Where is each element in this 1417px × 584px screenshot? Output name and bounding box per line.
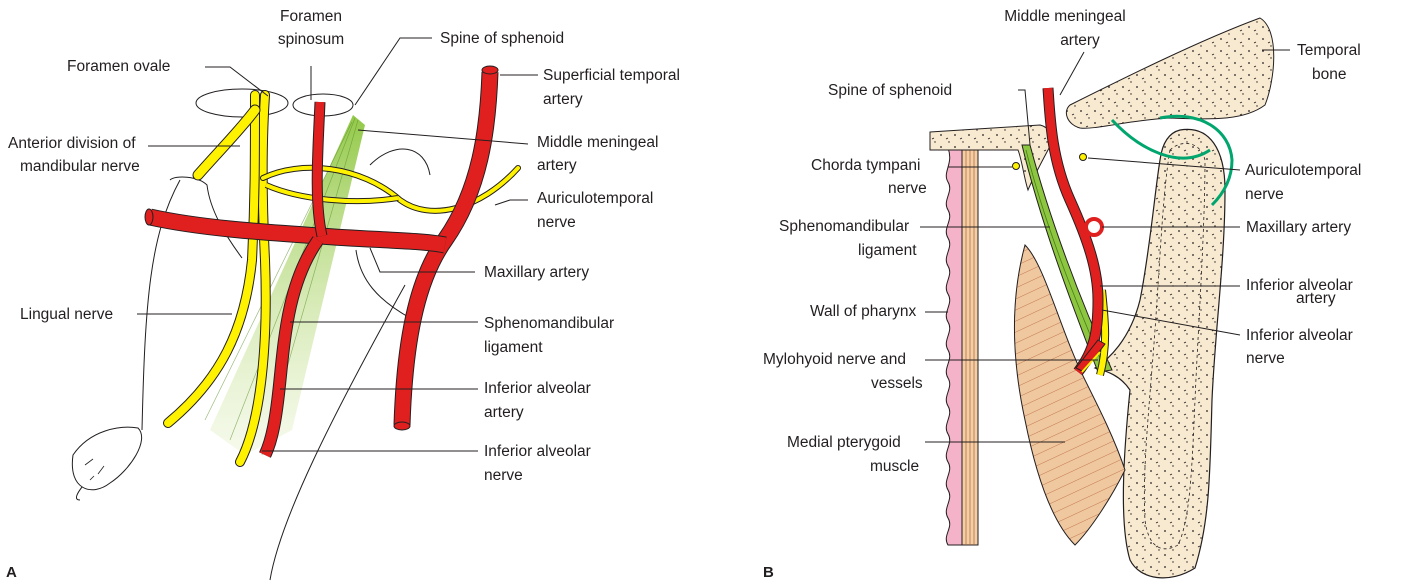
maxillary-artery-a [150, 217, 445, 245]
label-superficial-temporal-l2: artery [543, 91, 583, 108]
label-sphenomandibular-b-l1: Sphenomandibular [779, 218, 909, 235]
label-middle-meningeal-b-l2: artery [1060, 32, 1100, 49]
label-foramen-ovale: Foramen ovale [67, 58, 170, 75]
pharynx-mucosa [946, 148, 962, 545]
panel-letter-b: B [763, 564, 774, 581]
label-inf-alveolar-artery-a-l2: artery [484, 404, 524, 421]
label-inf-alveolar-nerve-b-l2: nerve [1246, 350, 1285, 367]
label-inf-alveolar-nerve-a-l2: nerve [484, 467, 523, 484]
label-spine-of-sphenoid-b: Spine of sphenoid [828, 82, 952, 99]
label-anterior-division-l2: mandibular nerve [20, 158, 140, 175]
foramen-ovale-outline [196, 89, 288, 117]
label-mylohyoid-l2: vessels [871, 375, 923, 392]
label-foramen-spinosum-l2: spinosum [278, 31, 344, 48]
mandible-ramus-b [1095, 129, 1225, 578]
label-sphenomandibular-b-l2: ligament [858, 242, 917, 259]
label-maxillary-artery-b: Maxillary artery [1246, 219, 1351, 236]
label-anterior-division-l1: Anterior division of [8, 135, 136, 152]
label-medial-pterygoid-l2: muscle [870, 458, 919, 475]
panel-a-labels: Foramen spinosum Foramen ovale Spine of … [6, 8, 680, 581]
coronoid-outline [370, 149, 430, 175]
label-auriculotemporal-b-l1: Auriculotemporal [1245, 162, 1361, 179]
anterior-division-a [198, 110, 255, 175]
label-sphenomandibular-a-l1: Sphenomandibular [484, 315, 614, 332]
label-temporal-bone-l2: bone [1312, 66, 1346, 83]
sphenomandibular-ligament-a [210, 115, 365, 455]
label-middle-meningeal-a-l2: artery [537, 157, 577, 174]
label-auriculotemporal-b-l2: nerve [1245, 186, 1284, 203]
label-chorda-tympani-l2: nerve [888, 180, 927, 197]
pharynx-wall [946, 148, 978, 545]
label-inf-alveolar-artery-b-l2: artery [1296, 290, 1336, 307]
label-foramen-spinosum-l1: Foramen [280, 8, 342, 25]
label-medial-pterygoid-l1: Medial pterygoid [787, 434, 901, 451]
label-middle-meningeal-b-l1: Middle meningeal [1004, 8, 1126, 25]
panel-letter-a: A [6, 564, 17, 581]
label-auriculotemporal-a-l1: Auriculotemporal [537, 190, 653, 207]
label-lingual-nerve-a: Lingual nerve [20, 306, 113, 323]
label-temporal-bone-l1: Temporal [1297, 42, 1361, 59]
label-middle-meningeal-a-l1: Middle meningeal [537, 134, 659, 151]
panel-a: Foramen spinosum Foramen ovale Spine of … [6, 8, 680, 581]
label-sphenomandibular-a-l2: ligament [484, 339, 543, 356]
label-inf-alveolar-nerve-a-l1: Inferior alveolar [484, 443, 591, 460]
label-chorda-tympani-l1: Chorda tympani [811, 157, 920, 174]
label-spine-of-sphenoid-a: Spine of sphenoid [440, 30, 564, 47]
label-inf-alveolar-artery-a-l1: Inferior alveolar [484, 380, 591, 397]
middle-meningeal-artery-a [317, 102, 322, 236]
label-inf-alveolar-nerve-b-l1: Inferior alveolar [1246, 327, 1353, 344]
notch-outline [356, 250, 410, 318]
label-mylohyoid-l1: Mylohyoid nerve and [763, 351, 906, 368]
hyoid-bone [72, 427, 141, 490]
auriculotemporal-dot-b [1080, 154, 1087, 161]
label-auriculotemporal-a-l2: nerve [537, 214, 576, 231]
label-maxillary-artery-a: Maxillary artery [484, 264, 589, 281]
label-superficial-temporal-l1: Superficial temporal [543, 67, 680, 84]
panel-b: Middle meningeal artery Temporal bone Sp… [763, 8, 1361, 581]
label-wall-of-pharynx: Wall of pharynx [810, 303, 916, 320]
chorda-tympani-b [1013, 163, 1020, 170]
